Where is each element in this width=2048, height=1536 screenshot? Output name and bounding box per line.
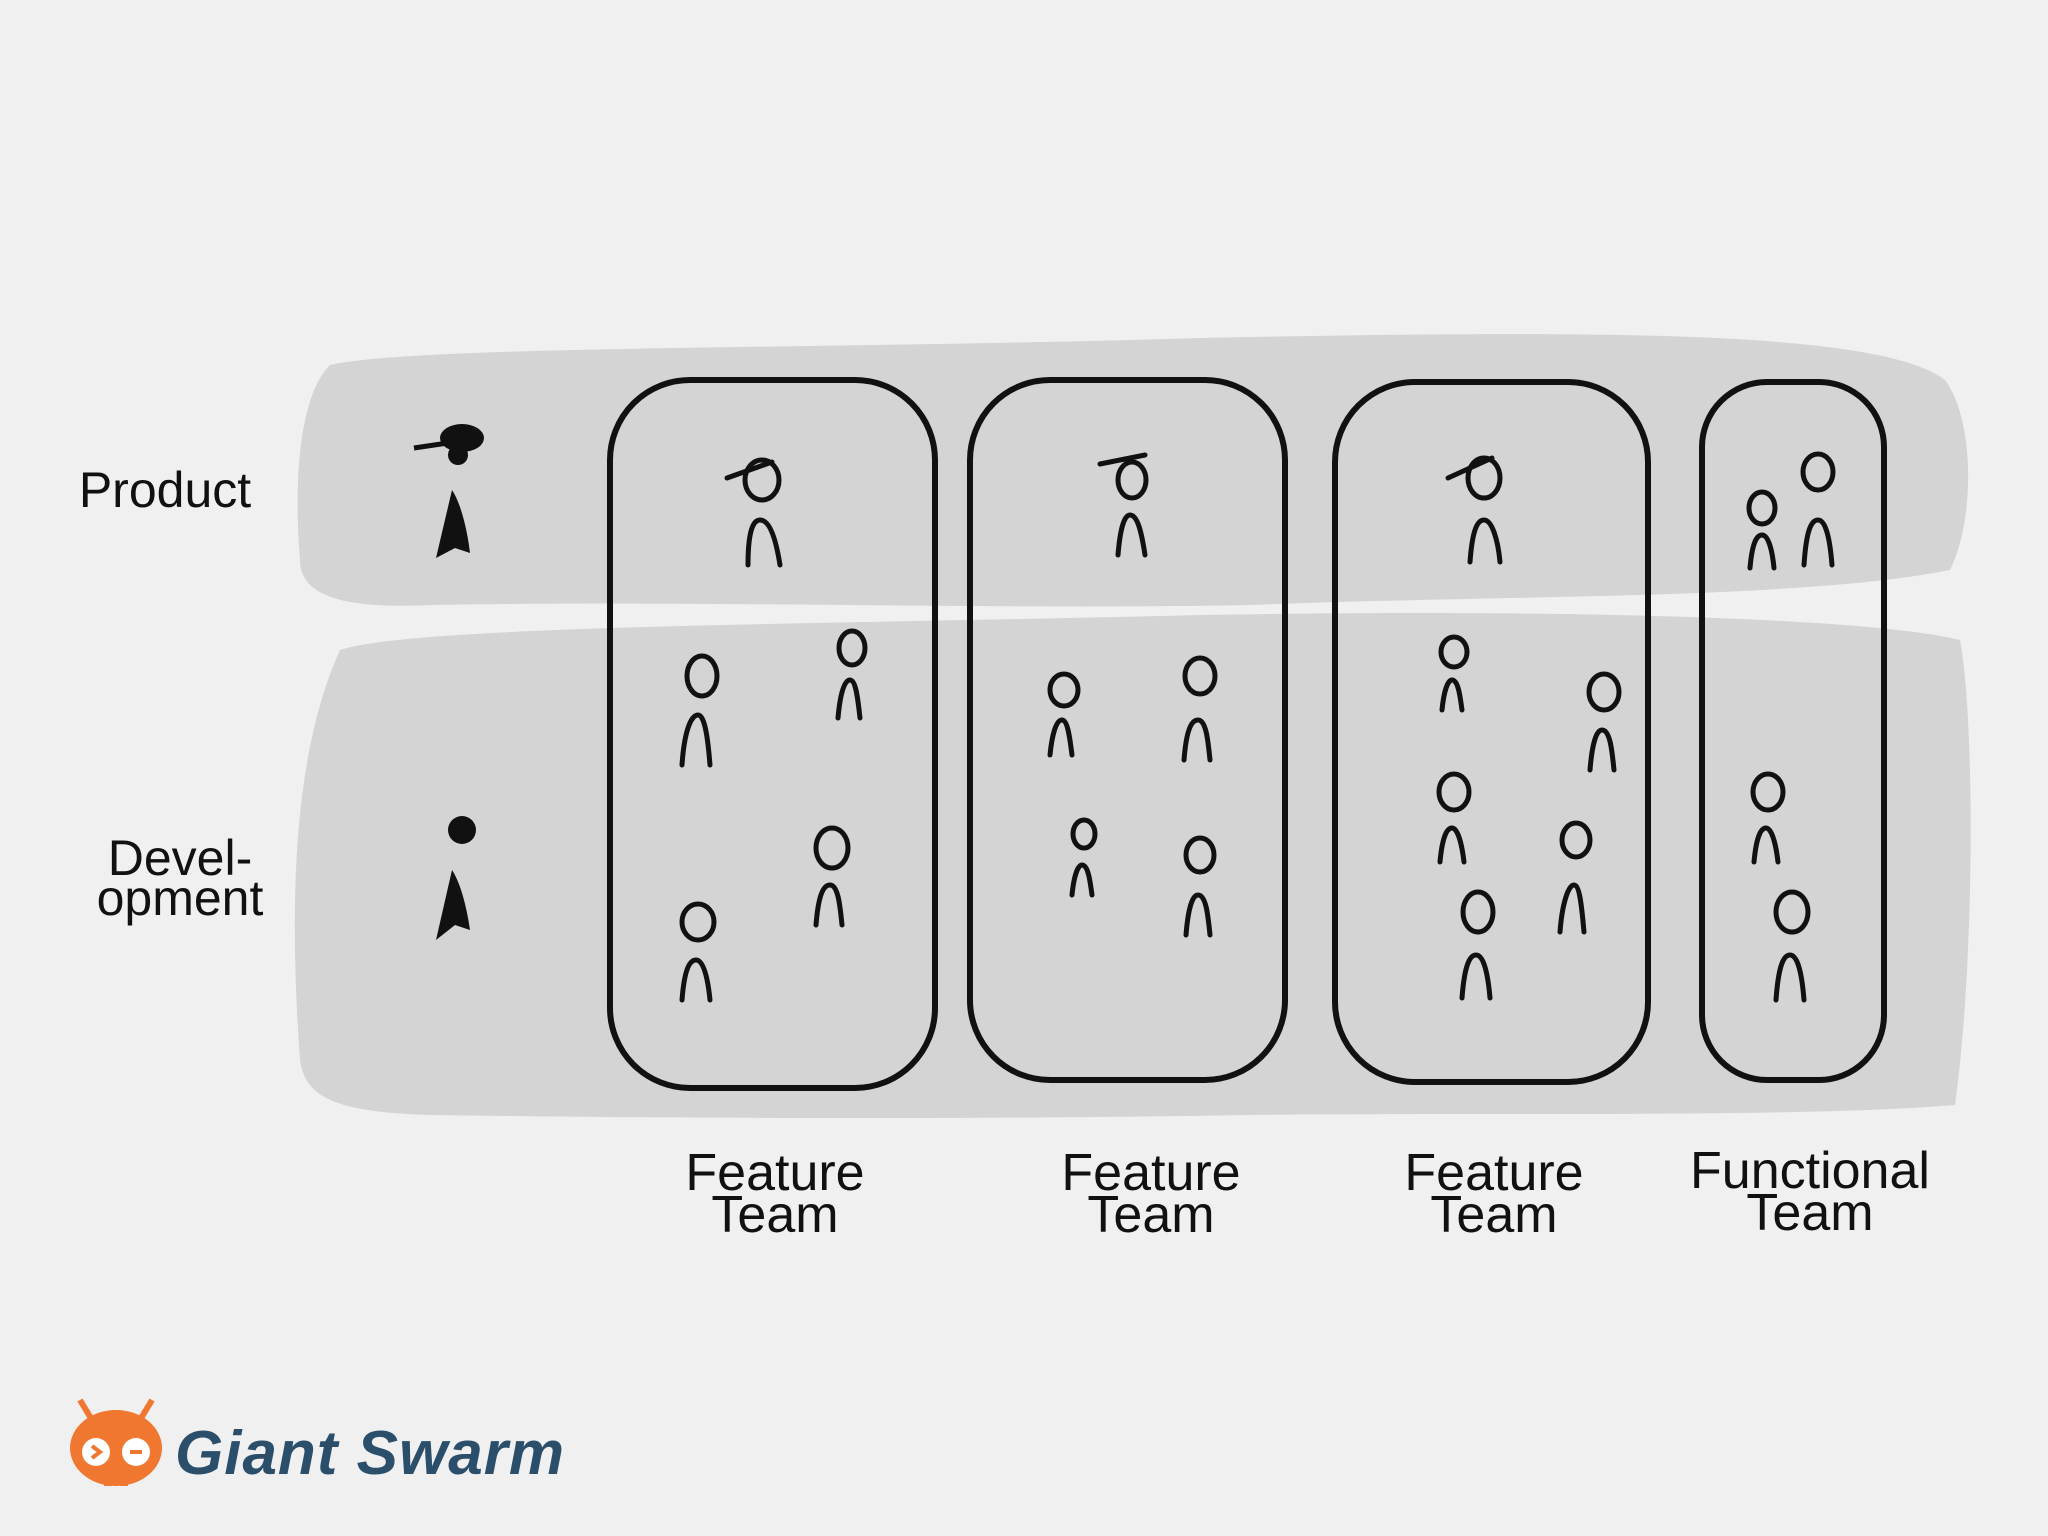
developer-person-icon: [1750, 771, 1786, 865]
feature-team-2-label: Feature Team: [1001, 1144, 1301, 1244]
team-label-line1: Feature: [685, 1144, 865, 1202]
developer-person-icon: [1047, 671, 1081, 758]
developer-person-icon: [679, 653, 720, 768]
product-person-icon: [1445, 455, 1503, 565]
developer-person-icon: [1586, 671, 1622, 773]
team-label-line2: Team: [1430, 1186, 1558, 1244]
functional-team-label: Functional Team: [1660, 1142, 1960, 1242]
feature-team-2-outline: [967, 377, 1288, 1083]
development-label-line1: Devel-: [107, 830, 253, 886]
feature-team-1-outline: [607, 377, 938, 1091]
feature-team-3-label: Feature Team: [1344, 1144, 1644, 1244]
developer-person-icon: [1183, 835, 1217, 938]
giant-swarm-logo-text: Giant Swarm: [175, 1419, 565, 1488]
feature-team-3-outline: [1332, 379, 1651, 1085]
team-label-line2: Team: [1746, 1184, 1874, 1242]
developer-person-icon: [835, 628, 868, 721]
team-label-line1: Feature: [1061, 1144, 1241, 1202]
product-person-icon: [1800, 451, 1836, 568]
developer-icon: [436, 816, 476, 940]
product-label-text: Product: [78, 462, 252, 518]
giant-swarm-logo-icon: [70, 1398, 162, 1486]
product-person-icon: [1097, 452, 1149, 558]
developer-person-icon: [1438, 634, 1470, 713]
developer-person-icon: [1773, 889, 1811, 1003]
product-manager-icon: [413, 424, 484, 558]
developer-person-icon: [679, 901, 717, 1003]
product-band: [297, 334, 1969, 607]
developer-person-icon: [1181, 655, 1218, 763]
product-person-icon: [724, 457, 783, 568]
product-person-icon: [1746, 489, 1778, 571]
product-row-label: Product: [70, 462, 260, 518]
feature-team-1-label: Feature Team: [625, 1144, 925, 1244]
developer-person-icon: [1557, 820, 1593, 935]
team-label-line1: Feature: [1404, 1144, 1584, 1202]
team-label-line1: Functional: [1690, 1142, 1930, 1200]
functional-team-outline: [1699, 379, 1887, 1083]
developer-person-icon: [1069, 817, 1098, 898]
development-label-line2: opment: [96, 870, 264, 926]
development-row-label: Devel- opment: [85, 830, 275, 926]
developer-person-icon: [813, 825, 851, 928]
developer-person-icon: [1459, 889, 1496, 1001]
development-band: [294, 612, 1971, 1119]
team-label-line2: Team: [1087, 1186, 1215, 1244]
developer-person-icon: [1436, 771, 1472, 865]
team-label-line2: Team: [711, 1186, 839, 1244]
